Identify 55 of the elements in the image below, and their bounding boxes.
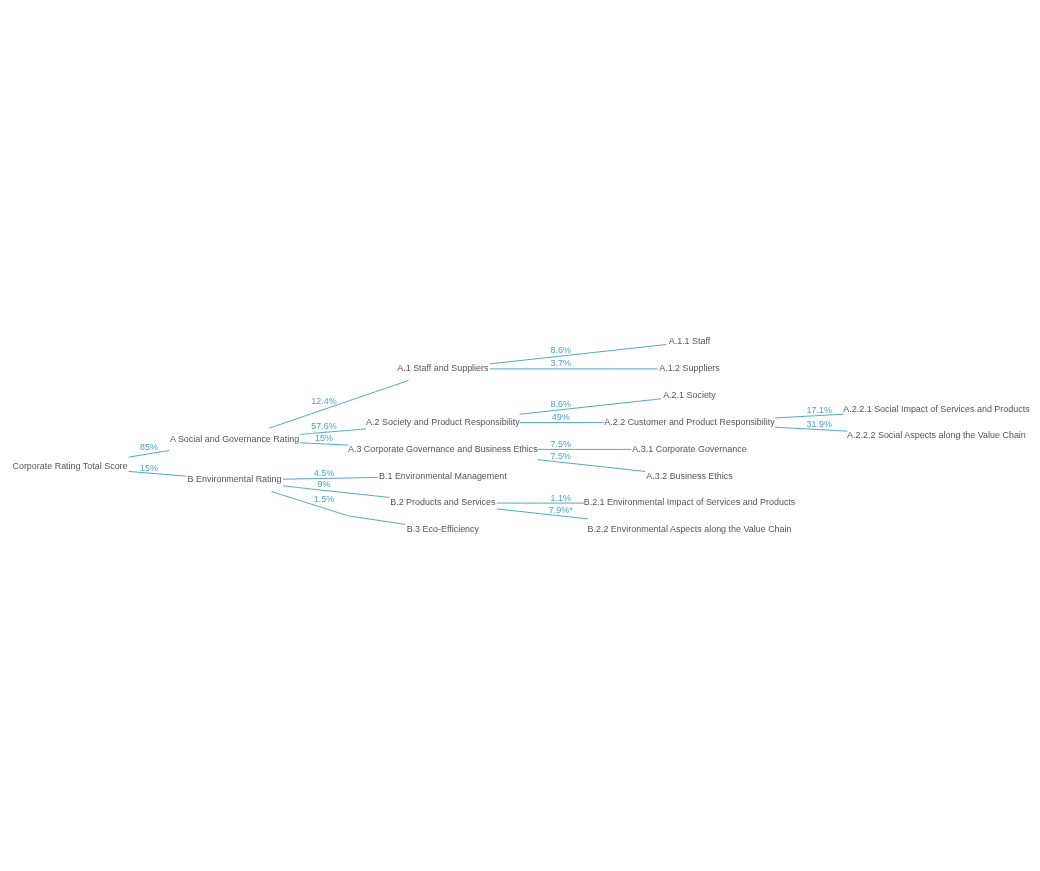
connector <box>281 484 390 498</box>
connector <box>518 421 605 423</box>
edge-label: 7.5% <box>550 450 571 461</box>
node-text: A.2.1 Society <box>662 389 716 400</box>
connector <box>267 379 409 429</box>
node-text: A.3 Corporate Governance and Business Ethics <box>347 443 538 454</box>
connector <box>773 426 848 432</box>
edge-label: 3.7% <box>550 357 571 368</box>
edge-label: 12.4% <box>310 395 337 406</box>
node-text: A.1 Staff and Suppliers <box>396 362 488 373</box>
node-text: B Environmental Rating <box>187 473 282 484</box>
connector <box>127 470 187 477</box>
node-text: A.2.2.2 Social Aspects along the Value Chain <box>846 429 1026 440</box>
node-text: B.2.1 Environmental Impact of Services and Products <box>583 496 795 507</box>
node-text: B.2.2 Environmental Aspects along the Value Chain <box>586 523 792 534</box>
connector <box>536 458 645 472</box>
node-text: Corporate Rating Total Score <box>11 460 128 471</box>
connector <box>298 441 349 446</box>
edge-label: 7.5% <box>550 438 571 449</box>
node-text: A.1.2 Suppliers <box>658 362 720 373</box>
node-text: A.3.2 Business Ethics <box>645 470 733 481</box>
connector <box>536 448 632 450</box>
connector <box>488 367 658 369</box>
connector <box>495 502 584 504</box>
node-text: A.3.1 Corporate Governance <box>631 443 747 454</box>
node-text: B.2 Products and Services <box>389 496 496 507</box>
node-text: A.2.2 Customer and Product Responsibility <box>603 416 775 427</box>
connector <box>518 397 662 415</box>
connector <box>298 427 366 435</box>
node-text: B.1 Environmental Management <box>378 470 507 481</box>
connector <box>127 449 170 458</box>
edge-label: 31.9% <box>806 418 832 429</box>
node-text: A.1.1 Staff <box>668 335 710 346</box>
connector <box>495 507 588 519</box>
edge-label: 85% <box>139 441 158 452</box>
edge-label: 1.1% <box>550 492 571 503</box>
connector <box>488 343 667 364</box>
edge-label: 17.1% <box>806 404 832 415</box>
node-text: B.3 Eco-Efficiency <box>406 523 479 534</box>
node-text: A.2.2.1 Social Impact of Services and Products <box>842 403 1030 414</box>
connector <box>281 476 378 480</box>
edge-label: 7.9%* <box>548 504 573 515</box>
edge-label: 1.5% <box>313 493 334 504</box>
edge-label: 8.6% <box>550 398 571 409</box>
connector <box>773 413 844 418</box>
node-text: A Social and Governance Rating <box>169 433 299 444</box>
edge-label: 4.5% <box>313 467 334 478</box>
edge-label: 9% <box>317 478 330 489</box>
edge-label: 15% <box>139 462 158 473</box>
node-text: A.2 Society and Product Responsibility <box>365 416 520 427</box>
edge-label: 49% <box>551 411 570 422</box>
edge-label: 57.6% <box>310 420 337 431</box>
connector <box>270 490 406 525</box>
edge-label: 15% <box>314 432 333 443</box>
edge-label: 8.6% <box>550 344 571 355</box>
